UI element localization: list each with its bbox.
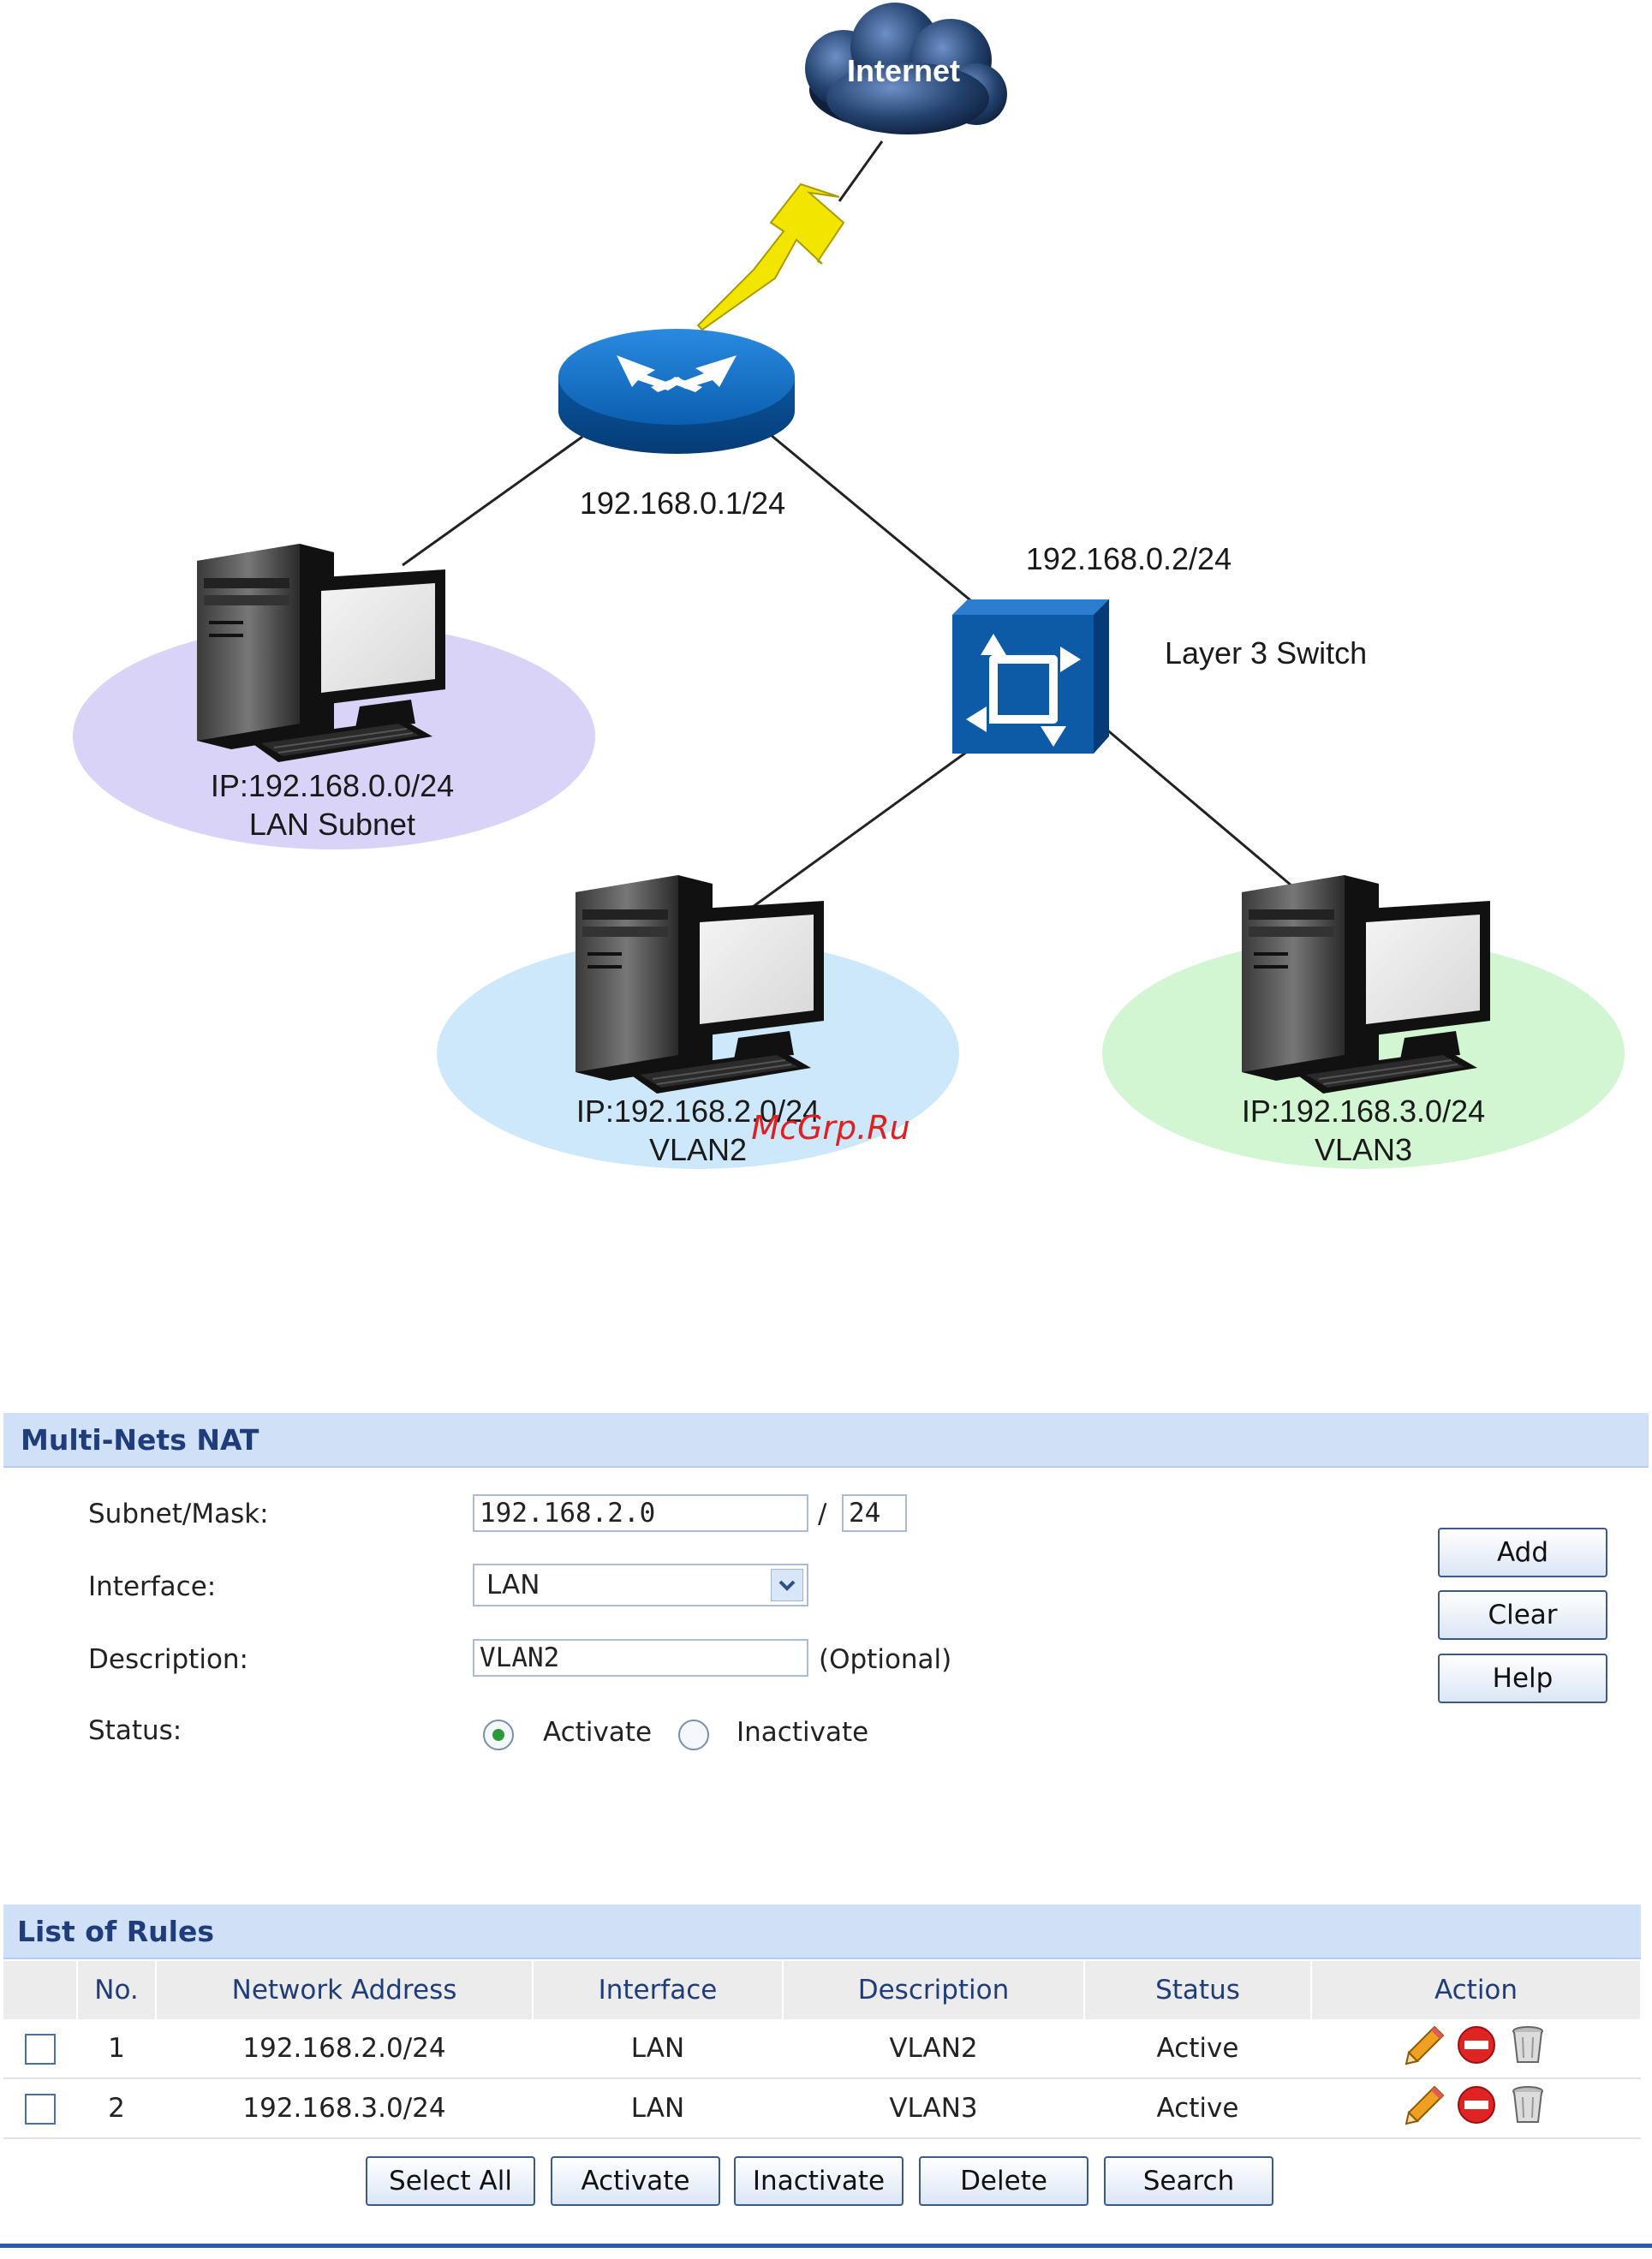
status-inactivate-radio[interactable] <box>678 1720 709 1750</box>
chevron-down-icon[interactable] <box>771 1569 803 1601</box>
table-row: 2 192.168.3.0/24 LAN VLAN3 Active <box>3 2078 1641 2139</box>
delete-button[interactable]: Delete <box>919 2156 1088 2206</box>
mask-input[interactable] <box>842 1494 907 1532</box>
layer3-switch-icon <box>952 599 1109 754</box>
cell-status: Active <box>1084 2078 1311 2139</box>
status-activate-label: Activate <box>543 1717 653 1748</box>
description-label: Description: <box>88 1644 248 1675</box>
interface-label: Interface: <box>88 1571 217 1602</box>
clear-button[interactable]: Clear <box>1438 1590 1607 1640</box>
cell-description: VLAN3 <box>783 2078 1084 2139</box>
cell-no: 2 <box>77 2078 156 2139</box>
interface-select[interactable]: LAN <box>473 1564 808 1606</box>
interface-select-value: LAN <box>486 1570 540 1600</box>
activate-button[interactable]: Activate <box>551 2156 720 2206</box>
lightning-icon <box>696 140 884 331</box>
status-activate-radio[interactable] <box>483 1720 514 1750</box>
delete-trash-icon[interactable] <box>1506 2083 1549 2126</box>
mask-separator: / <box>818 1499 827 1529</box>
column-header-interface: Interface <box>533 1961 784 2019</box>
router-ip-label: 192.168.0.1/24 <box>580 486 785 521</box>
select-all-button[interactable]: Select All <box>366 2156 535 2206</box>
connection-lines <box>402 433 1298 927</box>
status-inactivate-label: Inactivate <box>737 1717 869 1748</box>
cell-network-address: 192.168.2.0/24 <box>156 2019 533 2079</box>
column-header-select <box>3 1961 78 2019</box>
cell-interface: LAN <box>533 2019 783 2079</box>
watermark: McGrp.Ru <box>751 1109 909 1147</box>
row-checkbox[interactable] <box>25 2033 56 2065</box>
cell-action <box>1311 2019 1641 2079</box>
rules-table: No. Network Address Interface Descriptio… <box>3 1961 1642 2139</box>
disable-icon[interactable] <box>1455 2083 1498 2126</box>
edit-pencil-icon[interactable] <box>1404 2083 1446 2126</box>
cell-interface: LAN <box>533 2078 783 2139</box>
list-of-rules-panel: List of Rules <box>3 1904 1641 1959</box>
switch-label: Layer 3 Switch <box>1165 635 1367 671</box>
column-header-action: Action <box>1311 1961 1642 2019</box>
column-header-status: Status <box>1084 1961 1312 2019</box>
optional-hint: (Optional) <box>819 1644 952 1675</box>
column-header-network-address: Network Address <box>156 1961 534 2019</box>
lan-name-label: LAN Subnet <box>249 807 415 842</box>
subnet-mask-label: Subnet/Mask: <box>88 1499 269 1529</box>
cell-network-address: 192.168.3.0/24 <box>156 2078 533 2139</box>
router-icon <box>558 329 795 454</box>
panel-title: Multi-Nets NAT <box>21 1422 259 1457</box>
cell-no: 1 <box>77 2019 156 2079</box>
column-header-no: No. <box>77 1961 157 2019</box>
vlan3-ip-label: IP:192.168.3.0/24 <box>1242 1094 1485 1129</box>
internet-cloud-icon: Internet <box>805 3 1007 134</box>
rules-title: List of Rules <box>17 1914 215 1948</box>
table-row: 1 192.168.2.0/24 LAN VLAN2 Active <box>3 2019 1641 2079</box>
cell-status: Active <box>1084 2019 1311 2079</box>
column-header-description: Description <box>783 1961 1085 2019</box>
search-button[interactable]: Search <box>1104 2156 1273 2206</box>
list-of-rules-header: List of Rules <box>3 1904 1641 1959</box>
table-header-row: No. Network Address Interface Descriptio… <box>3 1961 1642 2019</box>
edit-pencil-icon[interactable] <box>1404 2024 1446 2066</box>
multi-nets-nat-header: Multi-Nets NAT <box>3 1413 1649 1468</box>
disable-icon[interactable] <box>1455 2024 1498 2066</box>
vlan3-name-label: VLAN3 <box>1315 1132 1412 1167</box>
help-button[interactable]: Help <box>1438 1654 1607 1703</box>
bottom-divider <box>0 2244 1652 2248</box>
row-checkbox-cell <box>3 2019 77 2079</box>
subnet-input[interactable] <box>473 1494 808 1532</box>
vlan3-computer-icon <box>1241 874 1491 1094</box>
lan-computer-icon <box>196 543 446 763</box>
row-checkbox-cell <box>3 2078 77 2139</box>
vlan2-ip-label: IP:192.168.2.0/24 <box>576 1094 820 1129</box>
cell-action <box>1311 2078 1641 2139</box>
vlan2-computer-icon <box>575 874 825 1094</box>
status-label: Status: <box>88 1715 182 1746</box>
vlan2-name-label: VLAN2 <box>649 1132 747 1167</box>
row-checkbox[interactable] <box>25 2093 56 2125</box>
switch-ip-label: 192.168.0.2/24 <box>1026 541 1232 576</box>
add-button[interactable]: Add <box>1438 1528 1607 1577</box>
internet-label: Internet <box>847 53 960 88</box>
lan-ip-label: IP:192.168.0.0/24 <box>211 768 454 803</box>
radio-selected-dot <box>492 1729 504 1741</box>
description-input[interactable] <box>473 1639 808 1677</box>
multi-nets-nat-panel: Multi-Nets NAT <box>3 1413 1649 1781</box>
inactivate-button[interactable]: Inactivate <box>734 2156 904 2206</box>
cell-description: VLAN2 <box>783 2019 1084 2079</box>
network-diagram: Internet 192.168.0.1/24 192.168.0.2/24 <box>73 3 1625 1169</box>
delete-trash-icon[interactable] <box>1506 2024 1549 2066</box>
